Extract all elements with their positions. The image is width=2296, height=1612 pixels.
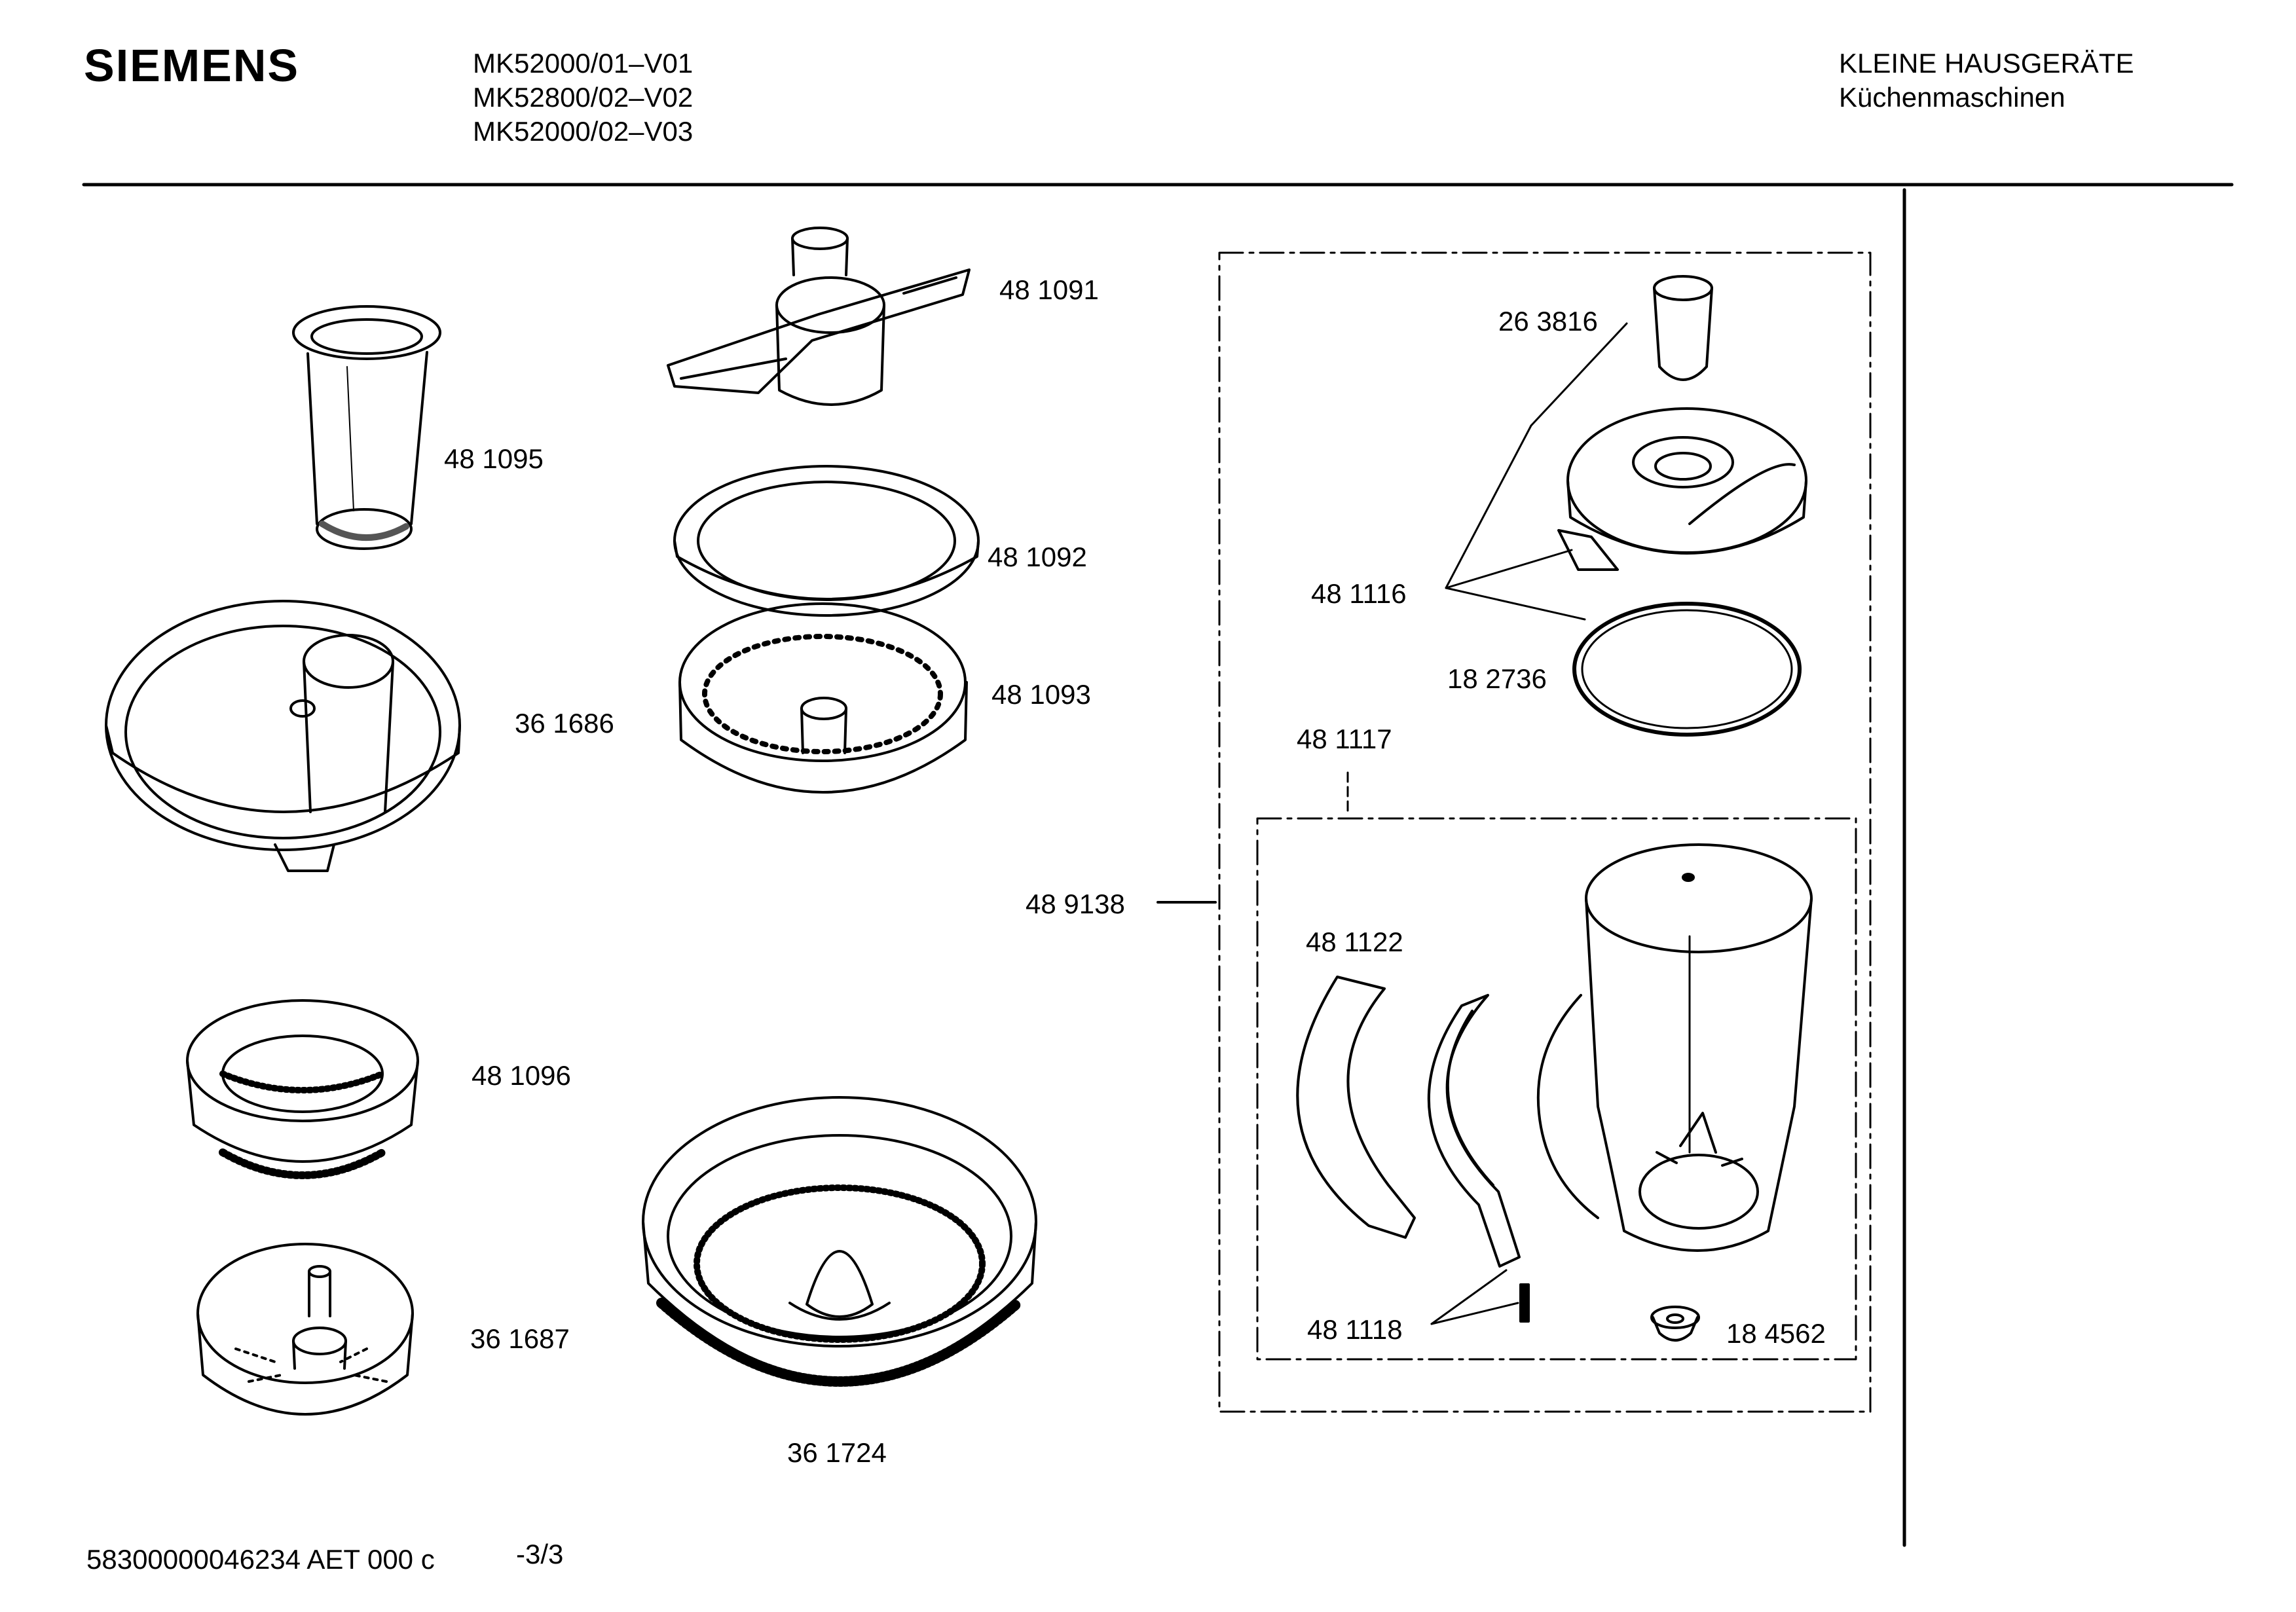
category-title: KLEINE HAUSGERÄTE — [1839, 48, 2134, 79]
grater-ring-drawing — [187, 1000, 418, 1175]
jug-subgroup-frame — [1257, 818, 1856, 1359]
seal-ring-drawing — [1574, 604, 1800, 735]
part-label: 48 1117 — [1297, 724, 1392, 754]
part-label: 48 1118 — [1307, 1314, 1403, 1345]
bottom-seal-drawing — [1652, 1307, 1699, 1340]
feed-tube-drawing — [293, 306, 440, 549]
category-block: KLEINE HAUSGERÄTE Küchenmaschinen — [1839, 47, 2134, 115]
part-label: 48 1122 — [1306, 926, 1403, 957]
model-number: MK52000/02–V03 — [473, 116, 694, 147]
part-label: 48 9138 — [1026, 888, 1125, 919]
handle-insert-drawing — [1429, 995, 1519, 1266]
part-label: 48 1092 — [988, 541, 1087, 572]
page-number: -3/3 — [516, 1539, 564, 1569]
strainer-basket-drawing — [680, 604, 967, 792]
model-number: MK52800/02–V02 — [473, 82, 694, 113]
part-label: 36 1687 — [470, 1323, 570, 1354]
pin-drawing — [1432, 1270, 1528, 1324]
part-label: 36 1686 — [515, 708, 614, 739]
citrus-press-drawing — [643, 1097, 1036, 1382]
subcategory-title: Küchenmaschinen — [1839, 82, 2065, 113]
part-label: 18 4562 — [1726, 1318, 1826, 1349]
blender-jug-drawing — [1538, 845, 1811, 1251]
part-label: 48 1093 — [991, 679, 1091, 710]
part-label: 48 1116 — [1311, 578, 1407, 609]
model-list: MK52000/01–V01 MK52800/02–V02 MK52000/02… — [473, 47, 693, 149]
cutter-insert-drawing — [198, 1244, 413, 1414]
part-label: 48 1096 — [472, 1060, 571, 1091]
model-number: MK52000/01–V01 — [473, 48, 694, 79]
part-label: 18 2736 — [1447, 663, 1547, 694]
slicing-disc-drawing — [668, 228, 969, 405]
bowl-lid-drawing — [106, 601, 460, 871]
part-label: 36 1724 — [787, 1437, 887, 1468]
handle-cover-drawing — [1297, 977, 1415, 1237]
part-label: 48 1091 — [999, 274, 1099, 305]
part-label: 26 3816 — [1498, 306, 1598, 337]
brand-logo: SIEMENS — [84, 40, 300, 91]
blender-lid-drawing — [1446, 409, 1806, 619]
sieve-ring-drawing — [675, 466, 978, 615]
blender-group-frame — [1219, 253, 1870, 1412]
document-code: 58300000046234 AET 000 c — [86, 1544, 435, 1575]
measuring-cap-drawing — [1531, 276, 1712, 426]
part-label: 48 1095 — [444, 443, 544, 474]
